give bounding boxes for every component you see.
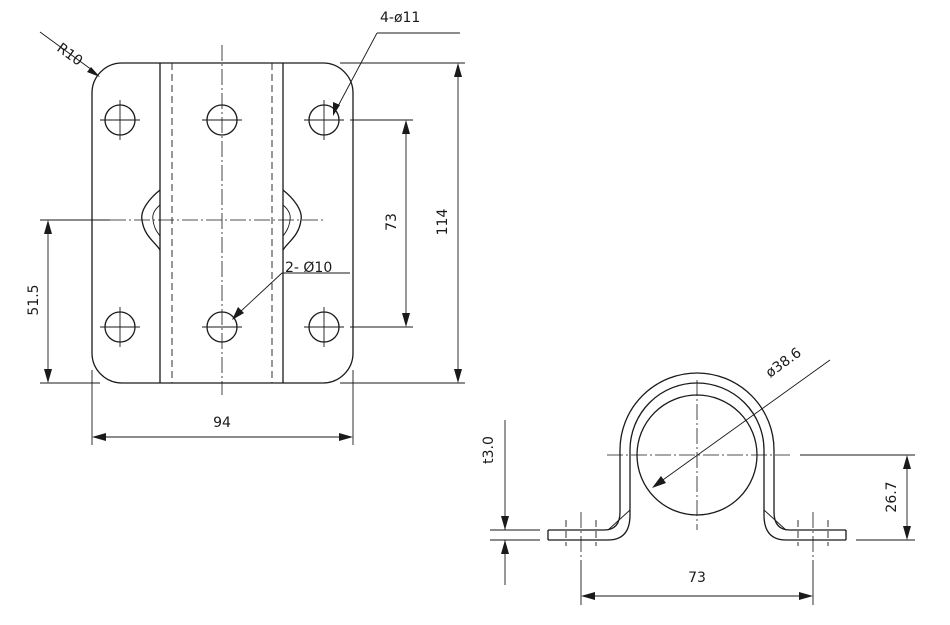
small-hole-label: 2- Ø10 xyxy=(285,260,332,276)
large-hole-label: 4-ø11 xyxy=(380,10,420,26)
front-view: ø38.6 26.7 t3.0 73 xyxy=(481,345,915,605)
large-hole-leader xyxy=(333,32,460,116)
hole-spacing-label: 73 xyxy=(384,213,400,231)
bracket-hole-spacing-dimension xyxy=(580,560,814,605)
hole-spacing-dimension xyxy=(350,119,413,328)
notch-right-inner xyxy=(282,204,291,237)
hole-offset-dimension xyxy=(40,219,110,384)
overall-height-label: 114 xyxy=(435,209,451,236)
thickness-label: t3.0 xyxy=(481,436,497,464)
plate-outline xyxy=(91,62,354,384)
radius-leader xyxy=(39,31,100,77)
overall-height-dimension xyxy=(340,62,465,384)
overall-width-dimension xyxy=(91,370,354,445)
notch-left-inner xyxy=(152,204,161,237)
bracket-height-label: 26.7 xyxy=(884,481,900,512)
saddle-inner-profile xyxy=(548,372,846,531)
thickness-dimension xyxy=(490,420,540,585)
pipe-diameter-leader xyxy=(652,359,831,488)
gusset-left xyxy=(607,509,631,531)
plan-view: R10 4-ø11 2- Ø10 73 xyxy=(26,10,465,445)
overall-width-label: 94 xyxy=(213,415,231,431)
notch-right xyxy=(282,189,302,251)
pipe-diameter-label: ø38.6 xyxy=(763,345,805,381)
small-hole-leader xyxy=(232,272,350,320)
hole-offset-label: 51.5 xyxy=(26,284,42,315)
radius-label: R10 xyxy=(54,40,86,69)
bracket-hole-spacing-label: 73 xyxy=(688,570,706,586)
hole-centerlines xyxy=(100,100,344,347)
bracket-height-dimension xyxy=(800,454,915,541)
gusset-right xyxy=(763,509,787,531)
